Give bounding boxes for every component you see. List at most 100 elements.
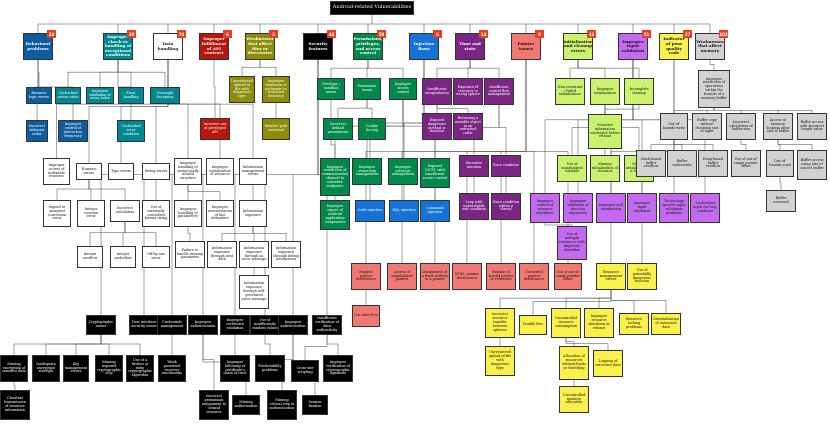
weakness-node: Exposure of resource to wrong sphere (453, 78, 483, 105)
weakness-node: Deserialization of untrusted data (651, 313, 681, 335)
weakness-node: Incomplete cleanup (624, 78, 654, 105)
category-count-badge: 6 (223, 30, 232, 38)
weakness-node: Exposed IOCTL with insufficient access c… (420, 158, 450, 188)
weakness-node: User interface security issues (129, 315, 159, 335)
weakness-node: Buffer access with incorrect length valu… (797, 113, 827, 140)
weakness-node: Numeric errors (76, 163, 102, 180)
weakness-node: Race condition within a thread (491, 193, 521, 220)
weakness-node: Unchecked return value (55, 87, 81, 104)
weakness-node: Uncaught Exception (150, 87, 180, 104)
weakness-node: Use of insufficiently random values (250, 315, 280, 335)
weakness-node: NULL pointer dereference (452, 263, 482, 290)
weakness-node: Incorrect use of privileged API (200, 118, 230, 140)
category-count-badge: 30 (127, 30, 136, 38)
category-node: Improper input validation (618, 33, 648, 60)
weakness-node: Information exposure through an error me… (239, 241, 269, 268)
weakness-node: Improper authentication (188, 315, 218, 335)
weakness-node: Credentials management (157, 315, 187, 335)
weakness-node: Code injection (355, 200, 385, 222)
weakness-node: Double free (519, 315, 547, 335)
weakness-node: Information exposure through debug infor… (271, 241, 301, 268)
weakness-node: Improper restriction of operations withi… (698, 70, 730, 108)
weakness-node: Missing initialization of resource (590, 155, 620, 182)
weakness-node: Sensitive information uncleared before r… (588, 114, 622, 149)
weakness-node: Incorrect calculation (110, 200, 140, 222)
weakness-node: Access of uninitialized pointer (387, 263, 417, 290)
weakness-node: Improper control of resource identifiers (530, 193, 560, 223)
weakness-node: Improper input validation (627, 193, 657, 223)
weakness-node: Relative path traversal (262, 118, 290, 140)
weakness-node: Use of out-of-range pointer offset (731, 150, 761, 177)
weakness-node: Information exposure through sent data (207, 241, 237, 268)
weakness-node: Improper null termination (596, 193, 626, 223)
weakness-node: Expired pointer dereference (351, 263, 381, 290)
weakness-node: Unchecked input for loop condition (690, 193, 720, 223)
category-node: Behavioral problems (23, 33, 53, 60)
weakness-node: Untrusted pointer dereference (519, 263, 549, 290)
weakness-node: Incorrect resource transfer between sphe… (485, 308, 515, 338)
weakness-node: Missing required cryptographic step (95, 355, 123, 382)
weakness-node: Privilege / sandbox issues (317, 78, 345, 100)
weakness-node: Non-reentrant / Failed initialization (555, 78, 585, 105)
weakness-node: Information exposure through self-genera… (239, 275, 269, 309)
weakness-node: Signed to unsigned conversion error (43, 200, 71, 227)
weakness-node: Incorrect permission assignment to criti… (199, 390, 229, 420)
weakness-node: Weak password recovery mechanism (158, 355, 186, 382)
weakness-node: Improper validation of array index (86, 87, 114, 104)
weakness-node: Improper access control (389, 78, 417, 100)
weakness-node: Permission issues (353, 78, 381, 100)
weakness-node: Predictability problems (255, 355, 285, 382)
category-count-badge: 6 (433, 30, 442, 38)
weakness-node: Heap-based buffer overflow (698, 150, 728, 177)
weakness-node: Incorrect behavior order (26, 120, 48, 142)
weakness-node: Out-of-bounds read (766, 150, 794, 177)
weakness-node: Improper handling of syntactically inval… (174, 158, 202, 185)
weakness-node: Missing critical step in authentication (267, 390, 297, 420)
weakness-node: Cleartext transmission of sensitive info… (0, 390, 30, 420)
weakness-node: Technology specific input validation pro… (659, 193, 689, 223)
weakness-node: Incorrect calculation of buffer size (726, 113, 756, 140)
weakness-node: Stack-based buffer overflow (636, 150, 666, 177)
weakness-node: Error handling (118, 87, 144, 104)
weakness-node: Business logic errors (26, 87, 52, 104)
category-count-badge: 51 (642, 30, 651, 38)
weakness-node: Improper control of interaction frequenc… (58, 120, 88, 142)
weakness-node: Use of a broken or risky cryptographic a… (126, 355, 154, 382)
weakness-node: Insufficient verification of data authen… (312, 315, 342, 335)
weakness-node: Buffer access using size of source buffe… (797, 150, 827, 180)
weakness-node: Integer underflow (110, 246, 136, 268)
weakness-node: Uncontrolled resource consumption (551, 308, 581, 338)
weakness-node: Improper limitation of pathname to restr… (262, 76, 290, 103)
weakness-node: Information management errors (239, 158, 267, 185)
weakness-node: Inadequate encryption strength (32, 355, 60, 382)
weakness-node: Missing authorization (232, 395, 260, 415)
category-count-badge: 14 (479, 30, 488, 38)
weakness-node: Improper access of indexable resource (43, 158, 70, 185)
category-node: Improper check or handling of exceptiona… (103, 33, 133, 60)
weakness-node: Buffer underwrite (667, 150, 697, 177)
weakness-node: Use of out-of-range pointer offset (554, 263, 582, 290)
weakness-node: Off-by-one error (142, 246, 170, 268)
weakness-node: Improper ownership management (352, 158, 382, 185)
weakness-node: Improper export of Android application c… (320, 200, 350, 230)
weakness-node: Integer coercion error (77, 200, 105, 227)
weakness-node: Improper initialization (590, 78, 620, 105)
weakness-node: Insufficient encapsulation (422, 78, 452, 105)
weakness-node: Incorrect default permissions (323, 118, 353, 140)
weakness-node: Use of potentially dangerous function (627, 263, 657, 290)
weakness-node: Out-of-bounds write (660, 113, 688, 140)
category-count-badge: 33 (587, 30, 596, 38)
weakness-node: Cross-site scripting (291, 360, 319, 382)
weakness-node: Excessive iteration (459, 155, 489, 177)
weakness-node: Type errors (108, 163, 134, 180)
weakness-node: Uncontrolled memory allocation (559, 386, 589, 413)
category-count-badge: 3 (269, 30, 278, 38)
weakness-node: Failure to handle missing parameter (175, 241, 205, 268)
weakness-node: Exposed dangerous method or function (422, 113, 452, 140)
category-node: Data handling (153, 33, 183, 60)
weakness-node: SQL injection (389, 200, 419, 222)
weakness-node: Use of uninitialized variable (557, 155, 587, 182)
weakness-node: Race condition (491, 155, 521, 177)
weakness-node: String errors (142, 163, 170, 180)
weakness-node: Unrestricted upload of file with dangero… (229, 76, 255, 103)
